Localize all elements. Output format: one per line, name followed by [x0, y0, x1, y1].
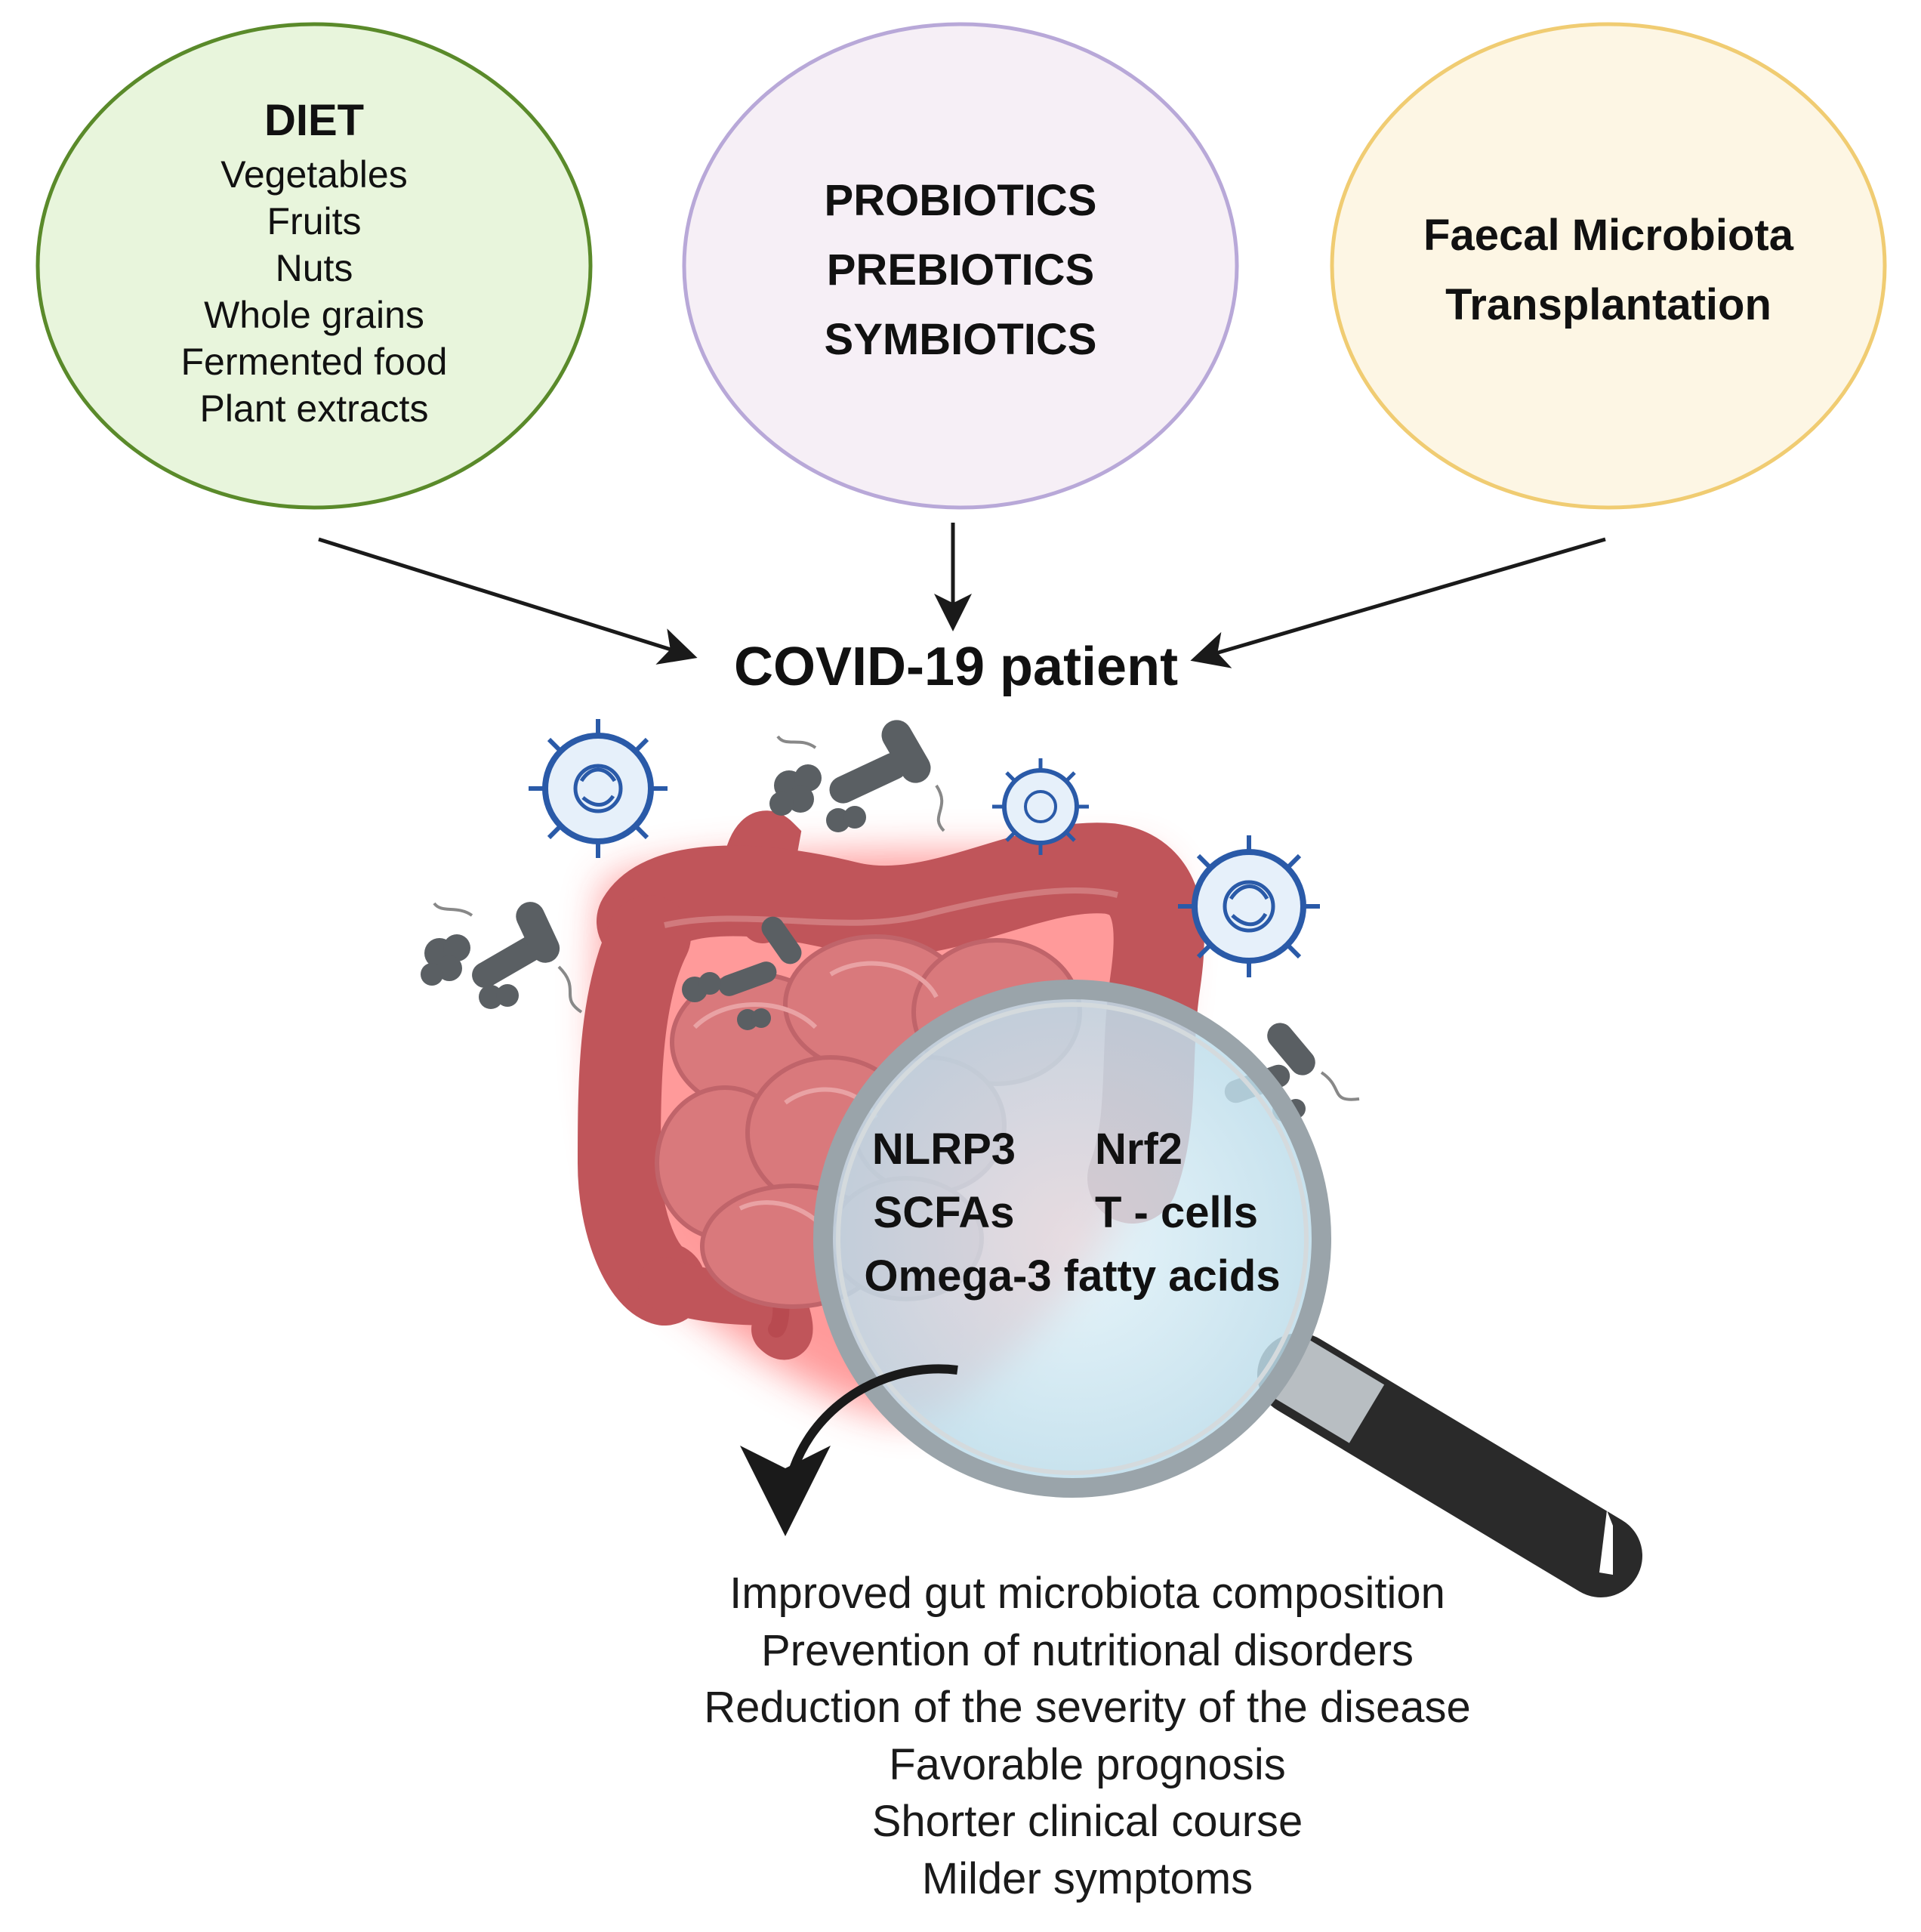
magnifier-icon: [813, 980, 1642, 1597]
fmt-text: Faecal Microbiota Transplantation: [1374, 201, 1842, 340]
marker-nrf2: Nrf2: [1095, 1125, 1183, 1174]
biotics-ellipse: [682, 22, 1239, 510]
bacteria-cluster-top: [769, 720, 945, 832]
outcome-item: Improved gut microbiota composition: [729, 1569, 1445, 1618]
diet-item: Whole grains: [204, 294, 424, 336]
virus-icon-left: [529, 719, 668, 858]
diet-item: Vegetables: [220, 153, 408, 196]
diet-item: Fermented food: [180, 341, 448, 383]
biotics-item: PROBIOTICS: [824, 176, 1097, 225]
biotics-item: SYMBIOTICS: [824, 315, 1097, 364]
marker-t-cells: T - cells: [1095, 1188, 1258, 1237]
patient-label: COVID-19 patient: [0, 633, 1921, 701]
diet-item: Plant extracts: [199, 387, 429, 430]
diet-arrow: [318, 537, 698, 665]
virus-icon-top: [992, 758, 1089, 855]
diet-ellipse: [35, 22, 593, 510]
diet-item: Fruits: [267, 200, 362, 242]
fmt-arrow: [1190, 537, 1606, 668]
patient-label-text: COVID-19 patient: [733, 637, 1179, 697]
outcome-item: Favorable prognosis: [889, 1739, 1286, 1789]
diet-item: Nuts: [275, 247, 353, 289]
virus-icon-right: [1178, 835, 1320, 977]
biotics-item: PREBIOTICS: [826, 245, 1095, 295]
outcomes-list: Improved gut microbiota composition Prev…: [619, 1565, 1556, 1907]
marker-omega-3: Omega-3 fatty acids: [864, 1251, 1281, 1301]
marker-nlrp3: NLRP3: [871, 1125, 1016, 1174]
fmt-line: Faecal Microbiota: [1423, 211, 1793, 260]
outcome-item: Milder symptoms: [921, 1853, 1253, 1903]
lens-markers: NLRP3 Nrf2 SCFAs T - cells Omega-3 fatty…: [816, 1118, 1329, 1314]
outcome-item: Reduction of the severity of the disease: [704, 1683, 1471, 1732]
diet-text: DIET Vegetables Fruits Nuts Whole grains…: [148, 91, 480, 432]
bacteria-cluster-left: [421, 902, 583, 1014]
outcome-item: Shorter clinical course: [871, 1797, 1303, 1846]
outcome-item: Prevention of nutritional disorders: [760, 1625, 1414, 1675]
fmt-line: Transplantation: [1445, 280, 1771, 329]
diet-title: DIET: [264, 96, 365, 145]
outcome-arrow: [740, 1364, 958, 1536]
bacteria-cluster-center: [682, 916, 802, 1030]
fmt-ellipse: [1330, 22, 1887, 510]
biotics-text: PROBIOTICS PREBIOTICS SYMBIOTICS: [764, 166, 1157, 375]
marker-scfas: SCFAs: [873, 1188, 1015, 1237]
